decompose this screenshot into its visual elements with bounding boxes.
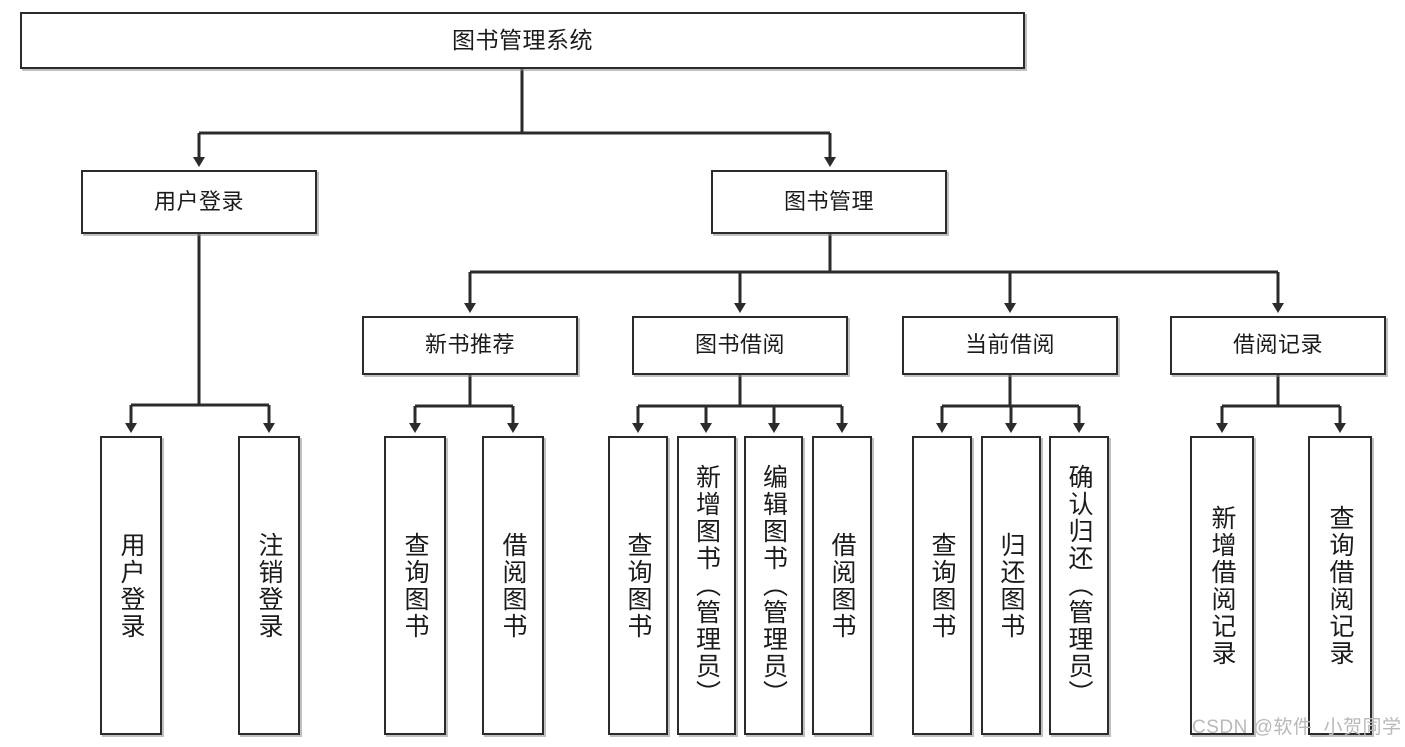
node-label: 用户登录 — [117, 531, 145, 640]
csdn-watermark: CSDN @软件_小贺同学 — [1192, 717, 1402, 738]
node-label: 注销登录 — [255, 531, 283, 640]
node-label: 新增借阅记录 — [1208, 504, 1236, 667]
node-label: 图书管理 — [783, 188, 874, 214]
node-label: 图书借阅 — [694, 332, 785, 358]
leaf-return-book[interactable]: 归还图书 — [981, 436, 1041, 735]
node-label: 借阅图书 — [499, 531, 527, 640]
leaf-query-book-borrow[interactable]: 查询图书 — [608, 436, 668, 735]
node-label: 查询借阅记录 — [1326, 504, 1354, 667]
node-label: 归还图书 — [997, 531, 1025, 640]
leaf-borrow-book-recommend[interactable]: 借阅图书 — [482, 436, 544, 735]
node-root-system[interactable]: 图书管理系统 — [20, 12, 1025, 69]
leaf-confirm-return-admin[interactable]: 确认归还（管理员） — [1049, 436, 1109, 735]
node-label: 用户登录 — [153, 188, 244, 214]
leaf-edit-book-admin[interactable]: 编辑图书（管理员） — [744, 436, 803, 735]
leaf-query-book-recommend[interactable]: 查询图书 — [384, 436, 446, 735]
node-label: 借阅记录 — [1232, 332, 1323, 358]
node-label: 查询图书 — [928, 531, 956, 640]
node-label: 借阅图书 — [828, 531, 856, 640]
node-book-management[interactable]: 图书管理 — [711, 170, 947, 234]
leaf-user-login[interactable]: 用户登录 — [100, 436, 162, 735]
leaf-borrow-book[interactable]: 借阅图书 — [812, 436, 872, 735]
node-book-borrow[interactable]: 图书借阅 — [632, 316, 848, 375]
node-label: 查询图书 — [624, 531, 652, 640]
node-label: 查询图书 — [401, 531, 429, 640]
leaf-query-borrow-record[interactable]: 查询借阅记录 — [1308, 436, 1372, 735]
leaf-add-book-admin[interactable]: 新增图书（管理员） — [677, 436, 736, 735]
node-label: 当前借阅 — [964, 332, 1055, 358]
node-borrow-record[interactable]: 借阅记录 — [1170, 316, 1386, 375]
node-label: 编辑图书（管理员） — [759, 464, 788, 707]
node-label: 新增图书（管理员） — [692, 464, 721, 707]
node-current-borrow[interactable]: 当前借阅 — [902, 316, 1118, 375]
leaf-query-book-current[interactable]: 查询图书 — [912, 436, 972, 735]
leaf-add-borrow-record[interactable]: 新增借阅记录 — [1190, 436, 1254, 735]
node-label: 新书推荐 — [424, 332, 515, 358]
leaf-logout-login[interactable]: 注销登录 — [238, 436, 300, 735]
node-user-login[interactable]: 用户登录 — [81, 170, 317, 234]
node-new-book-recommend[interactable]: 新书推荐 — [362, 316, 578, 375]
node-label: 图书管理系统 — [452, 27, 593, 54]
node-label: 确认归还（管理员） — [1065, 464, 1093, 707]
